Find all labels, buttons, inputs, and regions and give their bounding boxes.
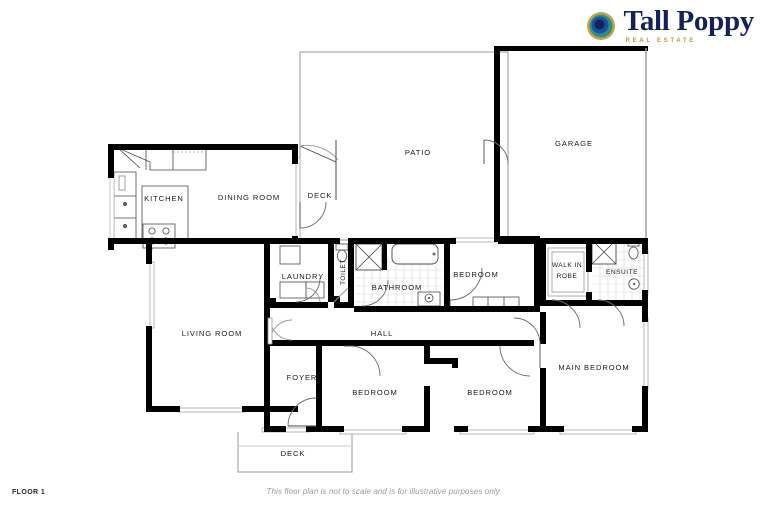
room-label-patio: PATIO xyxy=(405,148,431,157)
brand-wordmark: Tall Poppy REAL ESTATE xyxy=(623,5,754,44)
disclaimer-text: This floor plan is not to scale and is f… xyxy=(266,487,502,496)
bathroom-tile-grid xyxy=(356,256,442,306)
room-label-deck-lower: DECK xyxy=(281,449,306,458)
door-swings xyxy=(267,139,625,427)
bathroom-fixtures xyxy=(355,243,442,307)
room-label-bathroom: BATHROOM xyxy=(372,283,423,292)
room-label-hall: HALL xyxy=(371,329,394,338)
room-label-foyer: FOYER xyxy=(287,373,318,382)
walls xyxy=(108,46,648,432)
room-label-ensuite: ENSUITE xyxy=(606,269,638,276)
brand-name: Tall Poppy xyxy=(623,5,754,37)
room-label-main-bedroom: MAIN BEDROOM xyxy=(558,363,629,372)
brand-tagline: REAL ESTATE xyxy=(625,36,697,44)
room-label-bedroom-3: BEDROOM xyxy=(467,388,513,397)
room-label-laundry: LAUNDRY xyxy=(282,272,324,281)
room-label-walk-in-robe-2: ROBE xyxy=(557,273,578,280)
room-label-garage: GARAGE xyxy=(555,139,593,148)
deck-lower-outline xyxy=(237,432,353,473)
room-label-walk-in-robe: WALK IN xyxy=(552,262,582,269)
room-label-living-room: LIVING ROOM xyxy=(182,329,243,338)
poppy-circle-icon xyxy=(586,11,616,41)
patio-outline xyxy=(299,51,509,241)
room-label-bedroom-1: BEDROOM xyxy=(453,270,499,279)
room-label-toilet: TOILET xyxy=(340,259,347,285)
brand-logo: Tall Poppy REAL ESTATE xyxy=(586,5,754,44)
floor-label: FLOOR 1 xyxy=(12,489,46,496)
room-label-deck-upper: DECK xyxy=(308,191,333,200)
room-label-bedroom-2: BEDROOM xyxy=(352,388,398,397)
room-label-dining-room: DINING ROOM xyxy=(218,193,280,202)
room-label-kitchen: KITCHEN xyxy=(144,194,184,203)
laundry-fixtures xyxy=(279,245,325,303)
